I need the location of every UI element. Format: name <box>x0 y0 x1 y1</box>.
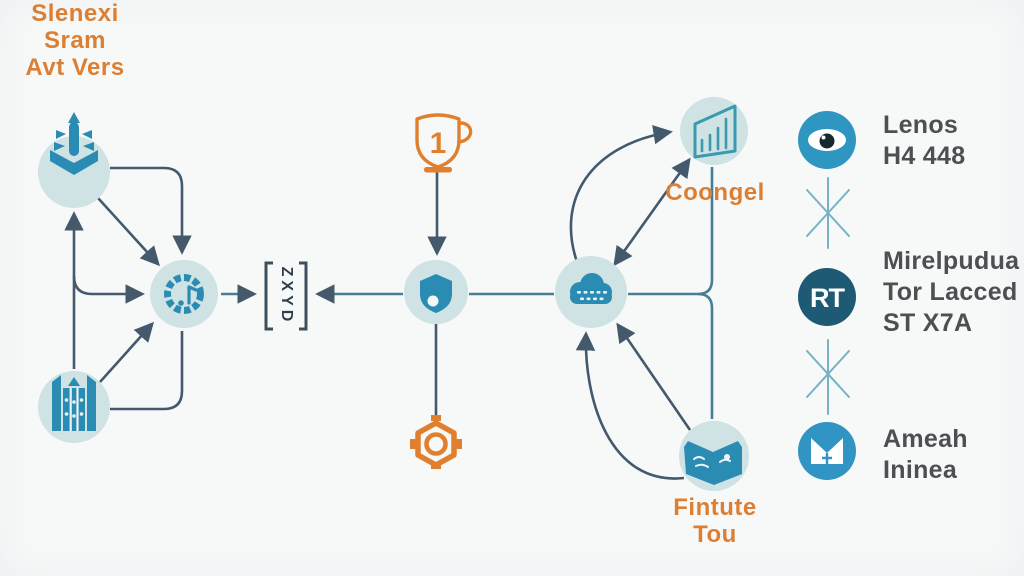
book-monogram-icon <box>798 422 856 480</box>
legend-item-1-line-1: Lenos <box>883 111 959 139</box>
label-bottom-left-line2: Avt Vers <box>25 54 125 81</box>
legend-item-2-text: Mirelpudua Tor Lacced ST X7A <box>883 246 1019 339</box>
arrow-book-to-cloud-diagonal <box>616 322 692 431</box>
arrow-growth-to-gear-curved <box>110 166 192 255</box>
arrow-building-to-gear-diagonal <box>99 321 154 383</box>
legend-item-1-text: Lenos H4 448 <box>883 110 965 172</box>
rt-monogram-icon: RT <box>798 268 856 326</box>
label-bottom-left-line1: Slenexi Sram <box>31 0 119 54</box>
line-junction-to-book <box>697 292 714 419</box>
sprout-growth-icon <box>50 112 98 175</box>
starburst-connector-top <box>806 177 850 249</box>
legend-item-1-line-2: H4 448 <box>883 142 966 170</box>
legend-item-3-text: Ameah Ininea <box>883 424 968 486</box>
arrow-cloud-to-chart-curved <box>569 125 673 263</box>
line-building-to-gear-curved <box>110 331 184 411</box>
legend-item-2-line-2: Tor Lacced <box>883 278 1018 306</box>
gear-ring-icon <box>164 274 204 314</box>
legend-item-3-line-2: Ininea <box>883 456 958 484</box>
shield-icon <box>420 274 452 313</box>
cloud-icon <box>570 273 612 304</box>
arrow-book-to-cloud-curved <box>575 331 685 480</box>
connector-lines-teal <box>221 167 714 419</box>
arrow-growth-to-gear-diagonal <box>97 197 160 267</box>
starburst-connector-bottom <box>806 339 850 415</box>
rt-monogram-text: RT <box>810 283 845 313</box>
legend-item-2-line-1: Mirelpudua <box>883 247 1020 275</box>
trophy-number: 1 <box>430 127 447 160</box>
label-top-right-node: Coongel <box>665 179 765 206</box>
open-book-icon <box>684 440 742 485</box>
building-columns-icon <box>52 375 96 431</box>
label-bottom-right-node: Fintute Tou <box>673 494 757 548</box>
chart-node-circle <box>680 97 748 165</box>
label-bottom-left-node: Slenexi Sram Avt Vers <box>0 0 150 81</box>
bracket-text: ZXYD <box>278 267 295 326</box>
gear-ring-node-circle <box>150 260 218 328</box>
gear-orange-icon <box>410 415 462 469</box>
bracket-matrix: ZXYD <box>264 261 308 331</box>
connector-arrows <box>64 125 692 480</box>
arrow-branch-to-gear <box>72 275 145 304</box>
arrow-cloud-chart-bidirectional <box>613 157 691 267</box>
legend-item-2-line-3: ST X7A <box>883 309 973 337</box>
trophy-icon: 1 <box>415 113 473 173</box>
bar-chart-icon <box>693 104 737 159</box>
eye-icon <box>798 111 856 169</box>
legend-item-3-line-1: Ameah <box>883 425 968 453</box>
